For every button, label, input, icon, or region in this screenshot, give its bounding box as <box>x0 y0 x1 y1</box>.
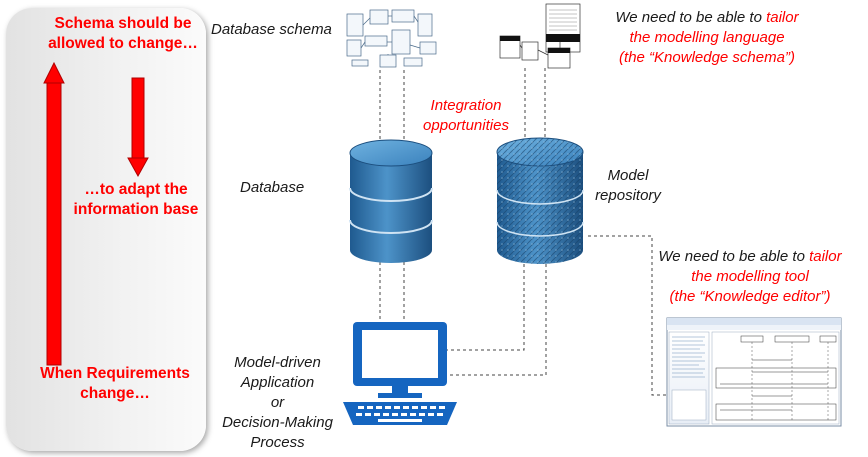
model-repository-label: Model repository <box>586 166 670 206</box>
application-line3: or <box>270 394 285 411</box>
application-label: Model-driven Application or Decision-Mak… <box>215 353 340 453</box>
schema-change-label: Schema should be allowed to change… <box>40 14 206 54</box>
application-line1: Model-driven <box>234 354 321 371</box>
database-schema-label: Database schema <box>211 21 332 38</box>
database-schema-diagram <box>346 9 437 68</box>
tailor-language-line1: We need to be able to tailor <box>592 8 822 28</box>
tailor-language-line2: the modelling language <box>629 29 785 46</box>
integration-line2: opportunities <box>423 117 509 134</box>
schema-change-line1: Schema should be <box>54 15 192 32</box>
requirements-line2: change… <box>80 385 150 402</box>
model-repository-line1: Model <box>607 167 649 184</box>
connector-lines <box>379 68 667 396</box>
schema-change-line2: allowed to change… <box>48 35 198 52</box>
tailor-tool-line1: We need to be able to tailor <box>634 247 866 267</box>
adapt-line2: information base <box>73 201 199 218</box>
tailor-language-prefix: We need to be able to <box>615 9 767 26</box>
requirements-panel <box>6 8 206 451</box>
computer-icon <box>343 322 457 425</box>
knowledge-editor-screenshot <box>666 317 842 427</box>
adapt-label: …to adapt the information base <box>66 180 206 220</box>
up-arrow <box>43 61 65 366</box>
database-label: Database <box>240 179 305 196</box>
database-cylinder <box>349 139 433 263</box>
down-arrow <box>127 77 149 178</box>
knowledge-schema-diagram <box>499 3 581 69</box>
tailor-tool-line3: (the “Knowledge editor”) <box>669 288 831 305</box>
tailor-tool-line2: the modelling tool <box>691 268 809 285</box>
tailor-tool-prefix: We need to be able to <box>658 248 810 265</box>
requirements-label: When Requirements change… <box>20 364 210 404</box>
tailor-language-emphasis: tailor <box>766 9 799 26</box>
model-repository-cylinder <box>496 137 584 264</box>
adapt-line1: …to adapt the <box>84 181 188 198</box>
tailor-tool-note: We need to be able to tailor the modelli… <box>634 247 866 307</box>
model-repository-line2: repository <box>595 187 661 204</box>
tailor-tool-emphasis: tailor <box>809 248 842 265</box>
integration-line1: Integration <box>430 97 502 114</box>
application-line4: Decision-Making <box>222 414 333 431</box>
tailor-language-note: We need to be able to tailor the modelli… <box>592 8 822 68</box>
tailor-language-line3: (the “Knowledge schema”) <box>619 49 795 66</box>
application-line5: Process <box>250 434 305 451</box>
integration-label: Integration opportunities <box>414 96 518 136</box>
application-line2: Application <box>240 374 315 391</box>
requirements-line1: When Requirements <box>40 365 190 382</box>
